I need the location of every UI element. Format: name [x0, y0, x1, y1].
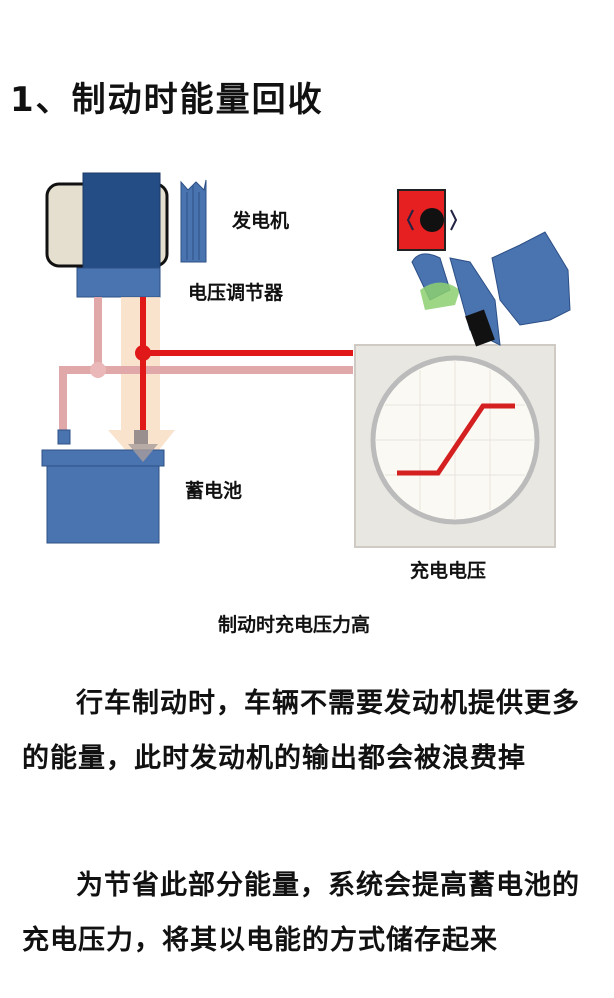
- section-title: 1、制动时能量回收: [10, 80, 324, 120]
- diagram-caption: 制动时充电压力高: [218, 614, 371, 636]
- braking-energy-recovery-diagram: [41, 172, 571, 548]
- generator-label: 发电机: [232, 210, 290, 232]
- battery-icon: [41, 429, 165, 544]
- battery-label: 蓄电池: [185, 480, 243, 502]
- voltage-curve: [397, 403, 515, 476]
- charge-voltage-label: 充电电压: [410, 560, 487, 582]
- wire-junction-red: [135, 345, 151, 361]
- pink-wire: [59, 297, 353, 437]
- red-wire: [140, 297, 353, 440]
- wire-junction-pink: [90, 362, 106, 378]
- paragraph-2: 为节省此部分能量，系统会提高蓄电池的充电压力，将其以电能的方式储存起来: [22, 870, 580, 956]
- brake-warning-icon: [397, 189, 458, 251]
- paragraph-1: 行车制动时，车辆不需要发动机提供更多的能量，此时发动机的输出都会被浪费掉: [22, 688, 580, 774]
- voltage-regulator-label: 电压调节器: [188, 282, 284, 304]
- foot-pressing-pedal-icon: [411, 231, 571, 347]
- voltage-regulator-icon: [76, 267, 161, 298]
- generator-icon: [45, 172, 207, 271]
- charge-voltage-gauge: [354, 344, 556, 548]
